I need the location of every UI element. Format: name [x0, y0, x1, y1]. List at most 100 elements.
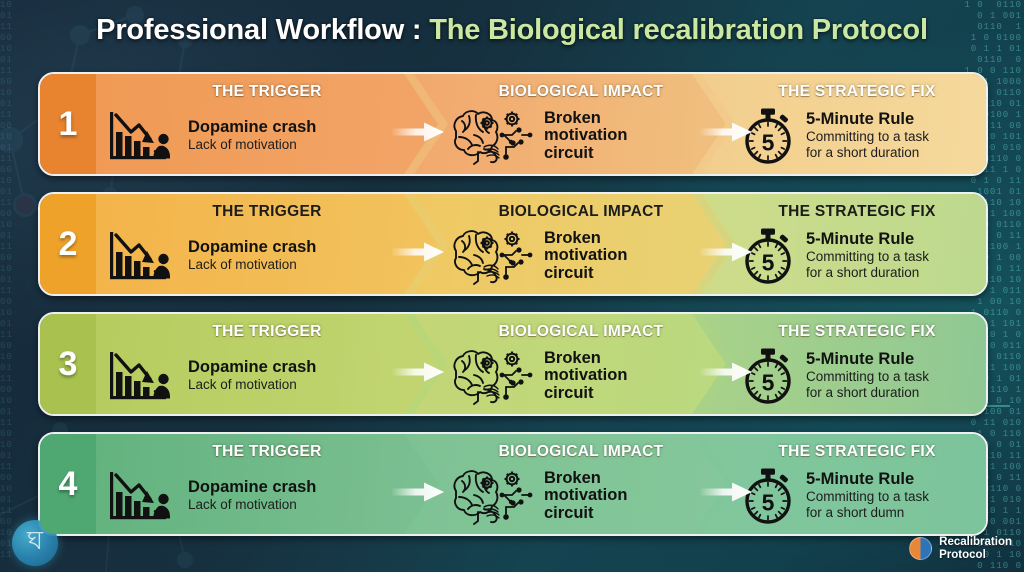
- arrow-impact-to-fix: [700, 362, 752, 382]
- panel-trigger[interactable]: THE TRIGGER Dopamine crash Lack of motiv…: [96, 74, 438, 174]
- step-number: 4: [58, 464, 78, 503]
- step-number: 2: [58, 224, 78, 263]
- svg-text:5: 5: [762, 490, 775, 516]
- workflow-row[interactable]: 2 THE TRIGGER: [38, 192, 988, 296]
- fix-subtitle-line-2: for a short duration: [806, 384, 920, 400]
- brand-logo: Recalibration Protocol: [909, 536, 1012, 562]
- arrow-trigger-to-impact: [392, 482, 444, 502]
- panel-impact[interactable]: BIOLOGICAL IMPACT: [414, 314, 726, 414]
- impact-icon-box: [444, 345, 536, 407]
- trigger-subtitle: Lack of motivation: [188, 136, 297, 152]
- panel-trigger[interactable]: THE TRIGGER Dopamine crash Lack of motiv…: [96, 194, 438, 294]
- svg-text:5: 5: [762, 130, 775, 156]
- panel-fix[interactable]: THE STRATEGIC FIX 5 5-Minute: [702, 194, 986, 294]
- fix-title: 5-Minute Rule: [806, 110, 915, 129]
- workflow-row[interactable]: 3 THE TRIGGER: [38, 312, 988, 416]
- trigger-subtitle: Lack of motivation: [188, 376, 297, 392]
- panel-impact-bg: [414, 434, 726, 534]
- panel-impact[interactable]: BIOLOGICAL IMPACT: [414, 434, 726, 534]
- arrow-impact-to-fix: [700, 122, 752, 142]
- watermark-glyph: ঘ: [26, 526, 44, 556]
- panel-fix[interactable]: THE STRATEGIC FIX 5 5-Minute: [702, 74, 986, 174]
- stopwatch-icon: 5: [745, 228, 791, 284]
- row-panels: THE TRIGGER Dopamine crash Lack of motiv…: [96, 434, 986, 534]
- declining-bar-chart-person-icon: [110, 232, 171, 280]
- fix-subtitle-line-1: Committing to a task: [806, 128, 930, 144]
- brand-mark-icon: [909, 537, 933, 561]
- trigger-subtitle: Lack of motivation: [188, 496, 297, 512]
- trigger-icon-box: [106, 346, 180, 406]
- panel-fix-bg: [702, 434, 986, 534]
- fix-icon-box: 5: [738, 465, 798, 527]
- fix-title: 5-Minute Rule: [806, 230, 915, 249]
- row-panels: THE TRIGGER Dopamine crash Lack of motiv…: [96, 314, 986, 414]
- step-number: 3: [58, 344, 78, 383]
- panel-fix[interactable]: THE STRATEGIC FIX 5 5-Minute: [702, 434, 986, 534]
- trigger-icon-box: [106, 466, 180, 526]
- trigger-title: Dopamine crash: [188, 478, 317, 497]
- declining-bar-chart-person-icon: [110, 472, 171, 520]
- trigger-title: Dopamine crash: [188, 118, 317, 137]
- impact-heading: BIOLOGICAL IMPACT: [498, 83, 664, 100]
- panel-impact-bg: [414, 314, 726, 414]
- arrow-trigger-to-impact: [392, 242, 444, 262]
- impact-heading: BIOLOGICAL IMPACT: [498, 443, 664, 460]
- trigger-heading: THE TRIGGER: [212, 203, 322, 220]
- arrow-trigger-to-impact: [392, 362, 444, 382]
- workflow-row[interactable]: 1 THE TRIGGER: [38, 72, 988, 176]
- trigger-title: Dopamine crash: [188, 238, 317, 257]
- svg-text:5: 5: [762, 370, 775, 396]
- arrow-impact-to-fix: [700, 482, 752, 502]
- right-arrow-icon: [392, 122, 444, 142]
- declining-bar-chart-person-icon: [110, 352, 171, 400]
- fix-heading: THE STRATEGIC FIX: [778, 323, 936, 340]
- stopwatch-icon: 5: [745, 468, 791, 524]
- right-arrow-icon: [700, 482, 752, 502]
- svg-text:5: 5: [762, 250, 775, 276]
- fix-icon-box: 5: [738, 345, 798, 407]
- panel-impact-bg: [414, 74, 726, 174]
- brain-gears-circuit-icon: [453, 230, 533, 285]
- arrow-trigger-to-impact: [392, 122, 444, 142]
- impact-title: Broken motivation circuit: [544, 468, 628, 522]
- step-number-badge: 4: [40, 434, 96, 534]
- right-arrow-icon: [700, 362, 752, 382]
- brand-name: Recalibration Protocol: [939, 536, 1012, 562]
- brand-line-1: Recalibration: [939, 535, 1012, 548]
- page-title-secondary: The Biological recalibration Protocol: [429, 14, 928, 46]
- panel-fix[interactable]: THE STRATEGIC FIX 5 5-Minute: [702, 314, 986, 414]
- workflow-row[interactable]: 4 THE TRIGGER: [38, 432, 988, 536]
- trigger-heading: THE TRIGGER: [212, 443, 322, 460]
- trigger-subtitle: Lack of motivation: [188, 256, 297, 272]
- fix-title: 5-Minute Rule: [806, 350, 915, 369]
- panel-impact[interactable]: BIOLOGICAL IMPACT: [414, 74, 726, 174]
- stopwatch-icon: 5: [745, 348, 791, 404]
- panel-impact[interactable]: BIOLOGICAL IMPACT: [414, 194, 726, 294]
- trigger-title: Dopamine crash: [188, 358, 317, 377]
- brain-gears-circuit-icon: [453, 350, 533, 405]
- impact-title: Broken motivation circuit: [544, 108, 628, 162]
- impact-icon-box: [444, 465, 536, 527]
- impact-heading: BIOLOGICAL IMPACT: [498, 323, 664, 340]
- trigger-heading: THE TRIGGER: [212, 323, 322, 340]
- trigger-icon-box: [106, 226, 180, 286]
- declining-bar-chart-person-icon: [110, 112, 171, 160]
- panel-fix-bg: [702, 74, 986, 174]
- row-panels: THE TRIGGER Dopamine crash Lack of motiv…: [96, 194, 986, 294]
- panel-trigger[interactable]: THE TRIGGER Dopamine crash Lack of motiv…: [96, 314, 438, 414]
- fix-subtitle-line-2: for a short dumn: [806, 504, 905, 520]
- trigger-icon-box: [106, 106, 180, 166]
- row-panels: THE TRIGGER Dopamine crash Lack of motiv…: [96, 74, 986, 174]
- right-arrow-icon: [700, 122, 752, 142]
- fix-subtitle-line-1: Committing to a task: [806, 488, 930, 504]
- right-arrow-icon: [392, 242, 444, 262]
- panel-trigger[interactable]: THE TRIGGER Dopamine crash Lack of motiv…: [96, 434, 438, 534]
- right-arrow-icon: [700, 242, 752, 262]
- fix-heading: THE STRATEGIC FIX: [778, 83, 936, 100]
- fix-title: 5-Minute Rule: [806, 470, 915, 489]
- panel-impact-bg: [414, 194, 726, 294]
- impact-title: Broken motivation circuit: [544, 348, 628, 402]
- step-number-badge: 1: [40, 74, 96, 174]
- brand-line-2: Protocol: [939, 548, 986, 561]
